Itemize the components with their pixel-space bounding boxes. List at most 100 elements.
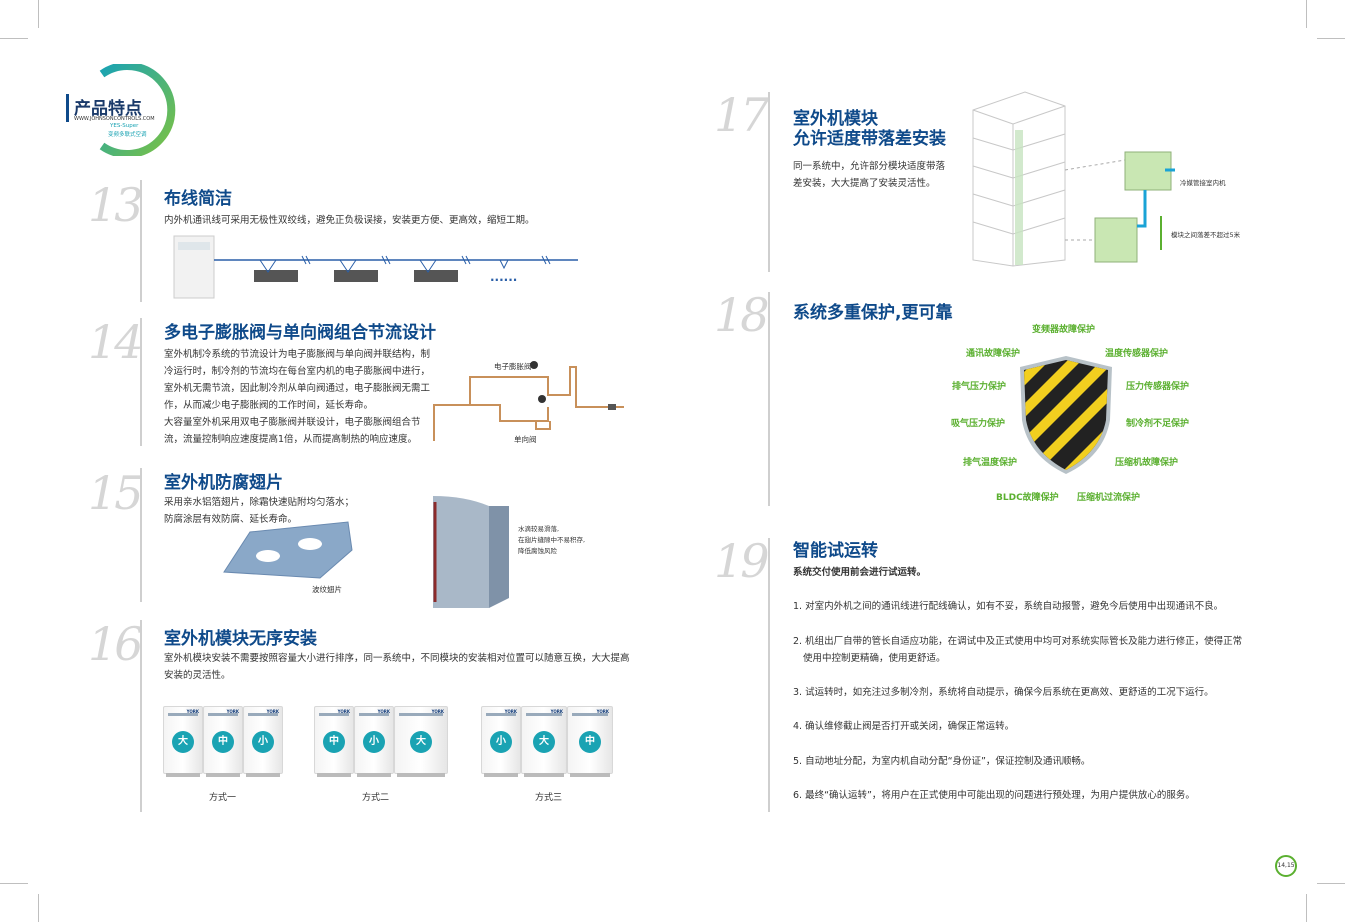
size-badge: 中 <box>323 731 345 753</box>
section-title: 系统多重保护,更可靠 <box>793 303 953 323</box>
protection-item: BLDC故障保护 <box>996 493 1059 503</box>
building-illustration: 冷媒管接室内机 模块之间落差不超过5米 <box>965 90 1245 270</box>
section-number: 17 <box>714 88 770 142</box>
section-text: 室外机模块安装不需要按照容量大小进行排序，同一系统中，不同模块的安装相对位置可以… <box>164 650 630 684</box>
crop-mark <box>1306 894 1307 922</box>
crop-mark <box>38 0 39 28</box>
crop-mark <box>38 894 39 922</box>
protection-item: 排气温度保护 <box>963 458 1018 468</box>
wiring-dots: ...... <box>490 270 518 284</box>
protection-item: 制冷剂不足保护 <box>1126 419 1190 429</box>
section-title: 布线简洁 <box>164 189 232 209</box>
section-title: 多电子膨胀阀与单向阀组合节流设计 <box>164 323 436 343</box>
section-subtitle: 系统交付使用前会进行试运转。 <box>793 567 927 578</box>
section-number: 19 <box>714 534 770 588</box>
section-number: 16 <box>88 617 144 671</box>
text-line: 室外机无需节流，因此制冷剂从单向阀通过，电子膨胀阀无需工 <box>164 383 431 394</box>
text-line: 作，从而减少电子膨胀阀的工作时间，延长寿命。 <box>164 400 374 411</box>
list-item: 4. 确认维修截止阀是否打开或关闭，确保正常运转。 <box>793 721 1015 733</box>
protection-item: 压力传感器保护 <box>1126 382 1190 392</box>
label-check-valve: 单向阀 <box>514 435 537 444</box>
size-badge: 大 <box>172 731 194 753</box>
page-number: 14,15 <box>1277 862 1295 869</box>
section-text: 采用亲水铝箔翅片，除霜快速贴附均匀落水； 防腐涂层有效防腐、延长寿命。 <box>164 494 354 528</box>
protection-item: 温度传感器保护 <box>1105 349 1169 359</box>
list-item: 6. 最终“确认运转”，将用户在正式使用中可能出现的问题进行预处理，为用户提供放… <box>793 790 1195 802</box>
section-text: 同一系统中，允许部分模块适度带落 差安装，大大提高了安装灵活性。 <box>793 158 945 192</box>
section-title: 智能试运转 <box>793 541 878 561</box>
fin-illustration: 波纹翅片 <box>220 520 360 600</box>
section-title: 允许适度带落差安装 <box>793 129 946 149</box>
section-title: 室外机模块 <box>793 109 878 129</box>
text-line: 同一系统中，允许部分模块适度带落 <box>793 161 946 172</box>
section-number: 15 <box>88 466 144 520</box>
page-number-badge: 14,15 <box>1275 855 1297 877</box>
header-line1: YES-Super <box>110 123 139 129</box>
text-line: 采用亲水铝箔翅片，除霜快速贴附均匀落水； <box>164 497 355 508</box>
text-line: 室外机制冷系统的节流设计为电子膨胀阀与单向阀并联结构，制 <box>164 349 431 360</box>
group-label: 方式一 <box>209 793 237 803</box>
crop-mark <box>0 38 28 39</box>
size-badge: 小 <box>363 731 385 753</box>
list-item: 2. 机组出厂自带的管长自适应功能，在调试中及正式使用中均可对系统实际管长及能力… <box>793 633 1263 667</box>
section-number: 14 <box>88 315 144 369</box>
list-item: 3. 试运转时，如充注过多制冷剂，系统将自动提示，确保今后系统在更高效、更舒适的… <box>793 686 1214 698</box>
text-line: 防腐涂层有效防腐、延长寿命。 <box>164 514 298 525</box>
size-badge: 中 <box>212 731 234 753</box>
text-line: 流，流量控制响应速度提高1倍，从而提高制热的响应速度。 <box>164 434 418 445</box>
shield-icon <box>1020 356 1112 474</box>
label-fin: 波纹翅片 <box>312 585 342 594</box>
protection-item: 压缩机故障保护 <box>1115 458 1179 468</box>
header-logo: 产品特点 WWW.JOHNSONCONTROLS.COM YES-Super 变… <box>62 62 182 158</box>
section-divider <box>140 620 142 812</box>
protection-item: 通讯故障保护 <box>966 349 1021 359</box>
valve-diagram: 电子膨胀阀 单向阀 <box>430 355 630 450</box>
section-title: 室外机防腐翅片 <box>164 473 283 493</box>
wiring-illustration: ...... <box>170 230 590 300</box>
section-divider <box>140 468 142 602</box>
header-url: WWW.JOHNSONCONTROLS.COM <box>74 116 155 122</box>
section-text: 内外机通讯线可采用无极性双绞线，避免正负极误接，安装更方便、更高效，缩短工期。 <box>164 215 535 226</box>
label-pipe: 冷媒管接室内机 <box>1180 179 1226 187</box>
crop-mark <box>1317 38 1345 39</box>
note-line: 在翅片缝隙中不易积存, <box>518 536 586 544</box>
size-badge: 小 <box>490 731 512 753</box>
note-line: 水滴较易滑落, <box>518 525 560 533</box>
list-item-cont: 使用中控制更精确，使用更舒适。 <box>803 652 946 664</box>
header-line2: 变频多联式空调 <box>108 132 147 138</box>
size-badge: 小 <box>252 731 274 753</box>
protection-item: 压缩机过流保护 <box>1077 493 1141 503</box>
logo-bar <box>66 94 69 122</box>
section-divider <box>140 180 142 302</box>
label-electronic-valve: 电子膨胀阀 <box>494 362 532 371</box>
text-line: 室外机模块安装不需要按照容量大小进行排序，同一系统中，不同模块的安装相对位置可以… <box>164 653 630 664</box>
section-divider <box>768 92 770 272</box>
trial-run-list: 1. 对室内外机之间的通讯线进行配线确认，如有不妥，系统自动报警，避免今后使用中… <box>793 598 1263 822</box>
list-item: 5. 自动地址分配，为室内机自动分配“身份证”，保证控制及通讯顺畅。 <box>793 755 1091 767</box>
crop-mark <box>1317 883 1345 884</box>
text-line: 冷运行时，制冷剂的节流均在每台室内机的电子膨胀阀中进行， <box>164 366 431 377</box>
section-number: 18 <box>714 288 770 342</box>
protection-item: 排气压力保护 <box>952 382 1007 392</box>
size-badge: 大 <box>533 731 555 753</box>
protection-item: 变频器故障保护 <box>1032 325 1096 335</box>
group-label: 方式二 <box>362 793 390 803</box>
section-divider <box>768 292 770 506</box>
label-drop: 模块之间落差不超过5米 <box>1171 231 1241 239</box>
note-line: 降低腐蚀风险 <box>518 547 557 555</box>
text-line: 大容量室外机采用双电子膨胀阀并联设计，电子膨胀阀组合节 <box>164 417 421 428</box>
list-item-text: 2. 机组出厂自带的管长自适应功能，在调试中及正式使用中均可对系统实际管长及能力… <box>793 635 1243 647</box>
section-divider <box>768 538 770 812</box>
